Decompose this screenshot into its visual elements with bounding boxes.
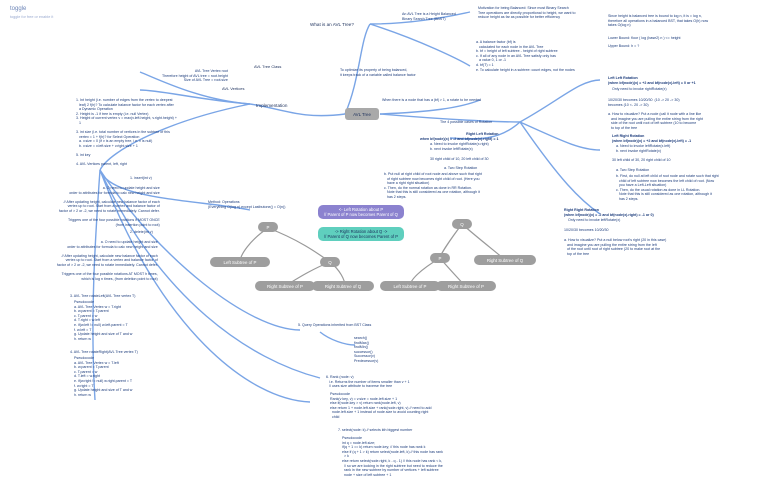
method-label: Method: Operations (Everything O(log n) … [208,200,286,209]
rotation-when: When there is a node that has a |bf| > 1… [382,98,482,102]
rank-items: Pseudocode Rank(v key, v) = v.size = nod… [330,392,432,419]
left-left-item: Only need to invoke rightRotate(x) [612,87,667,91]
two-step-rl-items: b. Put null at right child of root node … [384,172,482,199]
left-left-title: Left Left Rotation (when bf(node)(x) = +… [608,76,696,85]
left-left-example: 10/20/30 becomes 10/20/30 (10 -> 20 -> 3… [608,98,680,107]
insert-items: a. O need to update height and size orde… [58,186,160,227]
avl-vertices-items: 1. Int height (i.e. number of edges from… [76,98,177,167]
right-right-example: 10/20/30 becomes 10/20/30 [564,228,609,232]
left-right-example: 30 left child of 30, 20 right child of 1… [612,158,671,162]
query-items: search() findMax() findMin() successor()… [354,336,379,363]
upper-bound: Upper Bound: h = ? [608,44,640,48]
left-right-items: a. Need to invoke leftRotate(x.left) b. … [616,144,671,153]
node-p-right[interactable]: P [430,253,450,263]
rotate-left-label: 3. AVL Tree rotateLeft(AVL Tree vertex T… [70,294,136,298]
center-node[interactable]: AVL Tree [345,108,379,120]
rank-label: 6. Rank (node: v) i.e. Returns the numbe… [326,375,410,389]
two-step-lr-items: b. First, do null at left child of root … [616,174,719,201]
how-visualize-ll: a. How to visualize? Put a node (call it… [608,112,703,130]
two-step-rl: a. Two Step Rotation [444,166,478,170]
node-q-left[interactable]: Q [320,257,340,267]
delete-items: a. O need to update height and size orde… [56,240,158,281]
what-is-avl: What is an AVL Tree? [310,22,354,27]
left-subtree-p-1[interactable]: Left Subtree of P [210,257,270,267]
right-rotation-pill[interactable]: -> Right Rotation about Q -> // Parent o… [318,227,405,241]
select-label: 7. select(node: k) // selects kth bigges… [338,428,413,432]
right-right-title: Right Right Rotation (when bf(node)(x) =… [564,208,654,217]
right-subtree-p-1[interactable]: Right Subtree of P [255,281,315,291]
two-step-lr: a. Two Step Rotation [616,168,650,172]
note-log-bound: Since height is balanced tree is bound t… [608,14,709,28]
avl-vertices-label: AVL Vertices [222,86,245,91]
implementation-label: Implementation [256,103,288,108]
avl-definition: An AVL Tree is a Height Balanced Binary … [402,12,456,21]
select-items: Pseudocode int q = node.left.size; if(q … [342,436,443,477]
query-label: 5. Query Operations inherited from BST C… [298,323,372,327]
center-label: AVL Tree [353,111,371,117]
rotate-left-items: Pseudocode a. AVL Tree Vertex w = T.righ… [74,300,133,341]
optimize-note: To optimize its property of being balanc… [340,68,416,77]
right-subtree-p-2[interactable]: Right Subtree of P [436,281,496,291]
left-right-title: Left Right Rotation (when bf(node)(x) = … [612,134,692,143]
balance-factor-list: a. A balance factor (bf) is calculated f… [476,40,575,72]
node-p-left[interactable]: P [258,222,278,232]
rotate-right-items: Pseudocode a. AVL Tree Vertex w = T.left… [74,356,133,397]
insert-label: 1. insert(int v) [130,176,152,180]
right-left-items: a. Need to invoke rightRotate(x.right) b… [430,142,489,151]
node-q-right[interactable]: Q [452,219,472,229]
motivation: Motivation for being Balanced: Since mos… [478,6,576,20]
lower-bound: Lower Bound: floor ( log (base2) n ) <= … [608,36,681,40]
rotate-right-label: 4. AVL Tree rotateRight(AVL Tree vertex … [70,350,138,354]
avl-class-items: AVL Tree Vertex root Therefore height of… [162,69,228,83]
map-subtitle: toggle for free or enable it [10,15,54,19]
left-rotation-pill[interactable]: <- Left Rotation about P // Parent of P … [318,205,404,219]
right-subtree-q-1[interactable]: Right Subtree of Q [312,281,374,291]
how-visualize-rr: a. How to visualize? Put a null below ro… [564,238,667,256]
delete-label: 2. delete(int v) [130,230,153,234]
map-title: toggle [10,6,27,12]
right-left-example: 30 right child of 10, 20 left child of 3… [430,157,489,161]
right-right-item: Only need to invoke leftRotate(x) [568,218,621,222]
right-left-title: Right Left Rotation when bf(node)(x) = -… [420,132,499,141]
avl-class-label: AVL Tree Class [254,64,282,69]
right-subtree-q-2[interactable]: Right Subtree of Q [474,255,536,265]
left-subtree-p-2[interactable]: Left Subtree of P [380,281,440,291]
rotation-cases: The 4 possible cases of Rotation [440,120,493,124]
